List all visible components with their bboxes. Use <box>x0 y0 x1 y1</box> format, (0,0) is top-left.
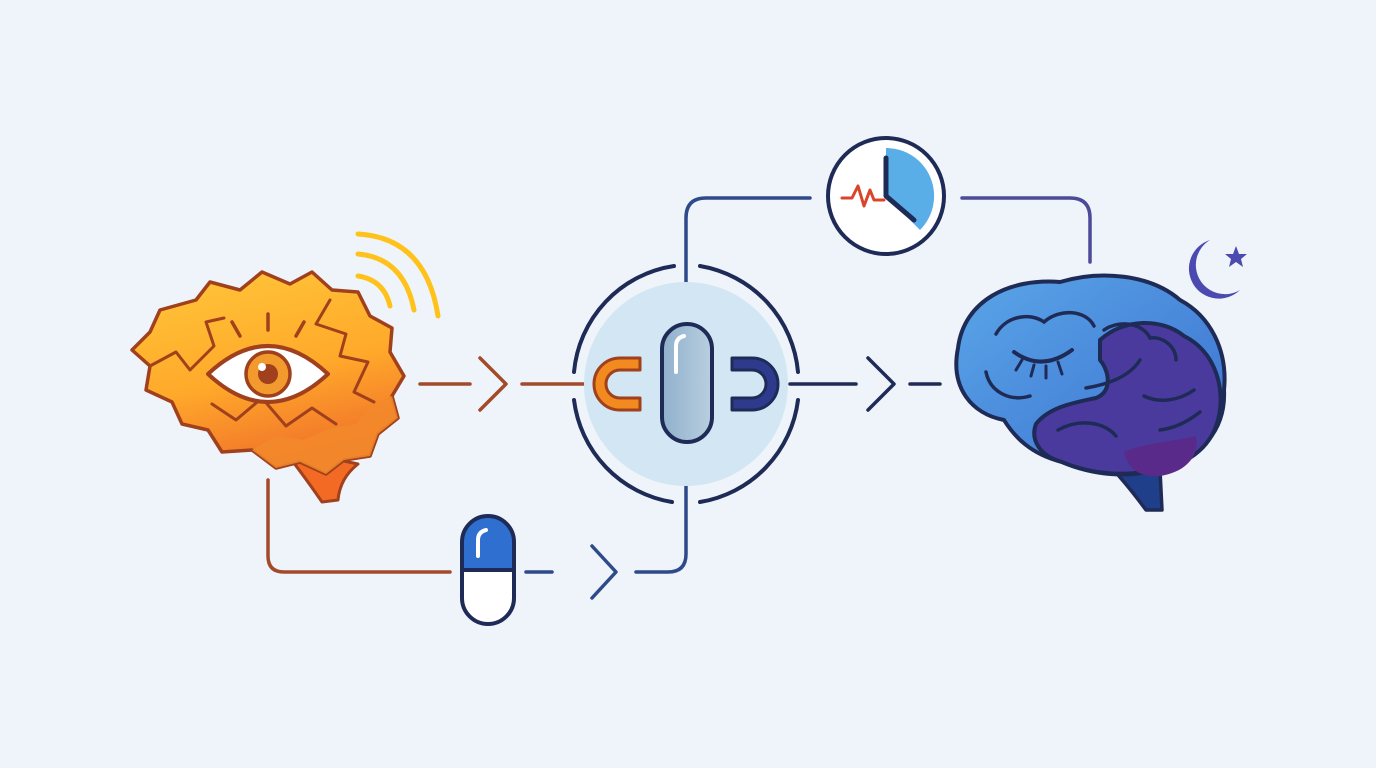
sleep-brain-purple-lobe <box>1032 321 1223 476</box>
connection-lines <box>266 196 1092 600</box>
capsule-top-half <box>462 516 514 570</box>
path-clock-to-sleep <box>960 196 1092 264</box>
arousal-fold-left <box>148 316 226 372</box>
blocker-capsule-shine <box>674 334 686 374</box>
sound-waves-icon <box>355 231 441 319</box>
eye-highlight <box>258 363 266 371</box>
moon-icon <box>1188 240 1240 299</box>
navy-connector <box>730 356 780 412</box>
sleep-brain-cerebellum <box>1124 436 1197 477</box>
receptor-with-pill-blocker-icon <box>572 264 800 504</box>
clock-hands <box>883 155 917 223</box>
path-brain-to-capsule <box>266 478 452 574</box>
sleeping-brain-icon <box>954 273 1227 512</box>
receptor-ring <box>572 264 800 504</box>
blocker-capsule <box>660 322 714 444</box>
eyelashes <box>1014 358 1064 380</box>
star-icon <box>1225 246 1247 267</box>
sleep-brain-folds <box>984 310 1202 438</box>
arrow-chevron-right <box>866 356 896 412</box>
arousal-brain-lower-lobe <box>252 396 398 474</box>
moon-and-star-icon <box>1188 240 1247 299</box>
arousal-fold-bottom <box>210 396 338 428</box>
arrow-chevron-bottom <box>590 544 618 600</box>
path-receptor-to-clock <box>684 196 812 324</box>
capsule-shine <box>476 528 488 558</box>
alert-brain-with-eye-icon <box>130 270 406 504</box>
capsule-pill-icon <box>460 514 516 626</box>
orange-connector <box>592 356 642 412</box>
eye-rays <box>230 312 306 338</box>
arousal-fold-right <box>314 298 376 404</box>
clock-with-pulse-icon <box>826 136 946 256</box>
capsule-bottom-half <box>462 570 514 624</box>
pulse-line <box>840 184 886 208</box>
arrow-chevron-left <box>478 356 508 412</box>
clock-fill-wedge <box>886 147 935 230</box>
closed-eye <box>1012 348 1074 364</box>
path-bottom-to-receptor-stem <box>634 444 688 574</box>
